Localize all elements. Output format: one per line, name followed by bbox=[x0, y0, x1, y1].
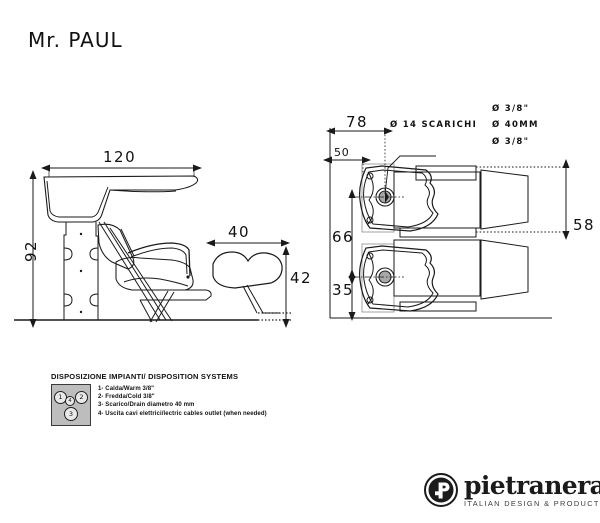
legend-diagram: 1 2 4 3 bbox=[51, 384, 91, 426]
legend-line-4: 4- Uscita cavi elettrici/lectric cables … bbox=[98, 410, 267, 417]
top-view-dimension-lines bbox=[323, 127, 570, 321]
legend-line-1: 1- Calda/Warm 3/8" bbox=[98, 386, 155, 392]
note-diameter-drain: Ø 40MM bbox=[492, 120, 539, 130]
dimension-label-92: 92 bbox=[22, 239, 40, 262]
note-drains: Ø 14 SCARICHI bbox=[390, 120, 478, 130]
side-view-geometry bbox=[14, 175, 292, 323]
legend-marker-2: 2 bbox=[75, 391, 88, 404]
legend-marker-4: 4 bbox=[65, 396, 75, 406]
dimension-label-40: 40 bbox=[228, 223, 251, 241]
logo-tagline: ITALIAN DESIGN & PRODUCTION bbox=[464, 499, 600, 508]
legend-block: DISPOSIZIONE IMPIANTI/ DISPOSITION SYSTE… bbox=[51, 372, 281, 426]
dimension-label-42: 42 bbox=[290, 269, 313, 287]
top-view-geometry-lower bbox=[352, 239, 529, 313]
legend-title: DISPOSIZIONE IMPIANTI/ DISPOSITION SYSTE… bbox=[51, 372, 239, 381]
legend-line-2: 2- Fredda/Cold 3/8" bbox=[98, 394, 155, 401]
pietranera-mark-icon bbox=[424, 473, 458, 508]
dimension-label-120: 120 bbox=[103, 148, 137, 166]
dimension-label-35: 35 bbox=[332, 281, 355, 299]
legend-body: 1 2 4 3 1- Calda/Warm 3/8" 2- Fredda/Col… bbox=[51, 384, 281, 426]
dimension-label-58: 58 bbox=[573, 216, 596, 234]
dimension-label-66: 66 bbox=[332, 228, 355, 246]
note-diameter-hot: Ø 3/8" bbox=[492, 104, 530, 114]
brand-logo: pietranera® ITALIAN DESIGN & PRODUCTION bbox=[424, 473, 600, 507]
page-title: Mr. PAUL bbox=[28, 28, 123, 52]
note-diameter-cold: Ø 3/8" bbox=[492, 137, 530, 147]
legend-marker-1: 1 bbox=[54, 391, 67, 404]
legend-lines: 1- Calda/Warm 3/8" 2- Fredda/Cold 3/8" 3… bbox=[98, 384, 267, 418]
dimension-label-50: 50 bbox=[334, 146, 350, 159]
logo-word-text: pietranera bbox=[464, 471, 600, 500]
side-view-dimension-lines bbox=[29, 164, 290, 328]
legend-marker-3: 3 bbox=[64, 407, 78, 421]
logo-wordmark: pietranera® bbox=[464, 473, 600, 498]
top-view-geometry bbox=[329, 128, 568, 319]
legend-line-3: 3- Scarico/Drain diametro 40 mm bbox=[98, 402, 195, 409]
logo-text: pietranera® ITALIAN DESIGN & PRODUCTION bbox=[464, 473, 600, 507]
dimension-label-78: 78 bbox=[346, 113, 369, 131]
